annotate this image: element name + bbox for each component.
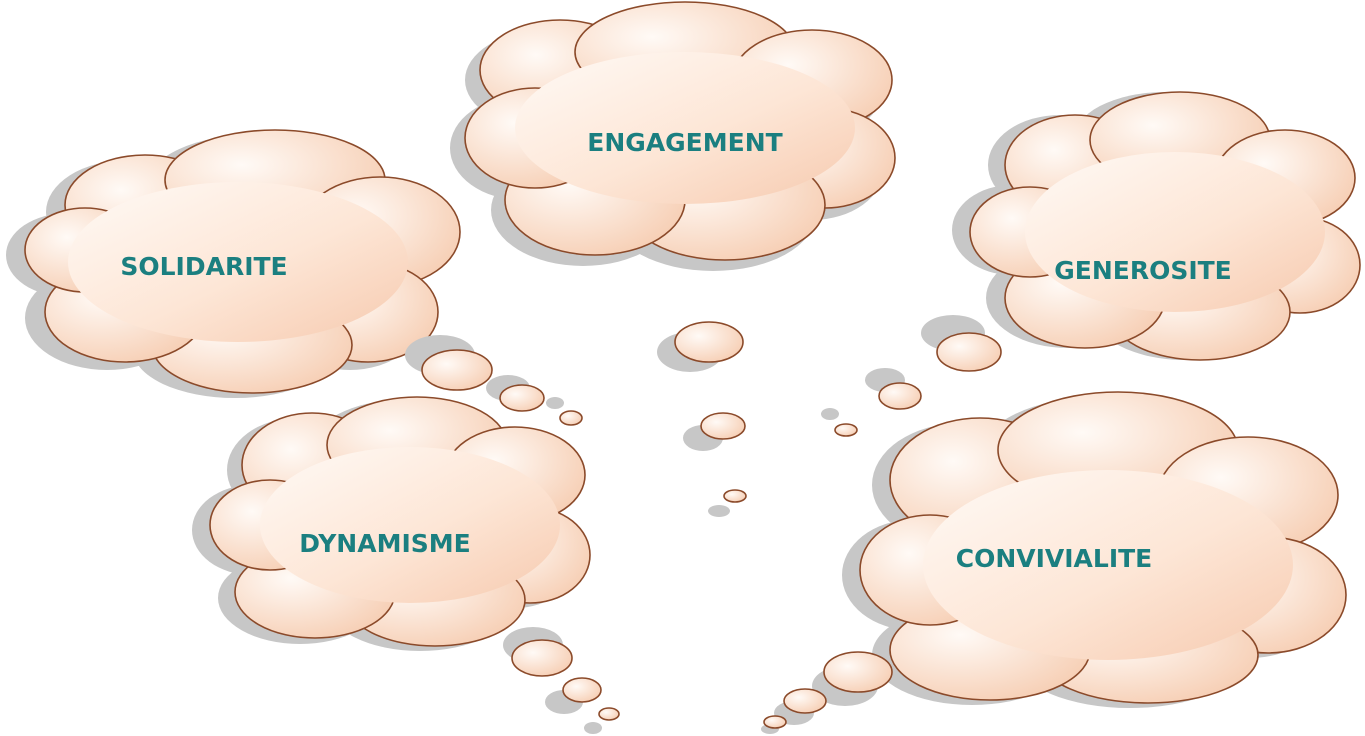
bubble-shadow	[708, 505, 730, 517]
bubble	[700, 412, 746, 440]
bubble	[834, 423, 858, 437]
bubble	[499, 384, 545, 412]
bubble	[598, 707, 620, 721]
cloud-generosite: GENEROSITE	[952, 91, 1361, 361]
bubble	[878, 382, 922, 410]
cloud-engagement-core	[515, 52, 855, 204]
cloud-solidarite-core	[68, 182, 408, 342]
bubble	[783, 688, 827, 714]
bubble	[763, 715, 787, 729]
cloud-convivialite-label: CONVIVIALITE	[956, 544, 1153, 573]
cloud-convivialite: CONVIVIALITE	[842, 391, 1347, 708]
bubble-shadow	[584, 722, 602, 734]
cloud-dynamisme-core	[260, 447, 560, 603]
bubble	[559, 410, 583, 426]
cloud-dynamisme-label: DYNAMISME	[299, 529, 470, 558]
bubble	[936, 332, 1002, 372]
cloud-generosite-core	[1025, 152, 1325, 312]
cloud-solidarite-label: SOLIDARITE	[120, 252, 287, 281]
cloud-generosite-label: GENEROSITE	[1054, 256, 1232, 285]
cloud-solidarite: SOLIDARITE	[6, 129, 461, 398]
thought-bubbles	[405, 315, 1002, 734]
bubble-shadow	[546, 397, 564, 409]
bubble	[723, 489, 747, 503]
bubble	[511, 639, 573, 677]
cloud-dynamisme: DYNAMISME	[192, 396, 591, 651]
cloud-engagement: ENGAGEMENT	[450, 1, 896, 271]
bubble	[562, 677, 602, 703]
bubble	[674, 321, 744, 363]
cloud-convivialite-core	[923, 470, 1293, 660]
bubble	[421, 349, 493, 391]
bubble	[823, 651, 893, 693]
bubble-shadow	[821, 408, 839, 420]
cloud-engagement-label: ENGAGEMENT	[587, 128, 782, 157]
